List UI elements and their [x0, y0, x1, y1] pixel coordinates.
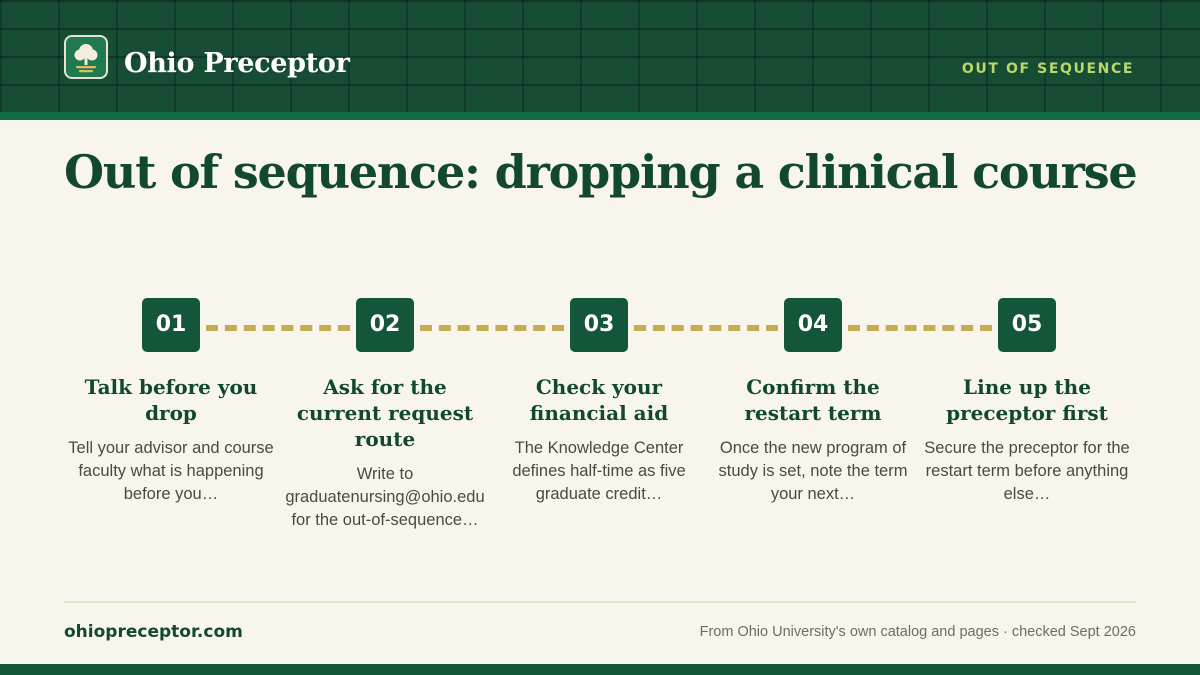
step-title: Check your financial aid: [529, 375, 669, 425]
step-item: Talk before you drop Tell your advisor a…: [66, 374, 276, 506]
section-tag: OUT OF SEQUENCE: [961, 61, 1134, 77]
brand-name[interactable]: Ohio Preceptor: [124, 48, 350, 79]
logo[interactable]: [64, 35, 108, 79]
step-item: Confirm the restart term Once the new pr…: [708, 374, 918, 506]
step-connector: [206, 325, 350, 331]
step-description: Tell your advisor and course faculty wha…: [68, 439, 274, 503]
step-number-badge: 05: [998, 298, 1056, 352]
step-title: Confirm the restart term: [744, 375, 882, 425]
step-connector: [634, 325, 778, 331]
step-timeline: 01 02 03 04 05: [0, 298, 1200, 354]
bottom-band: [0, 664, 1200, 675]
step-title: Line up the preceptor first: [946, 375, 1108, 425]
step-number-badge: 01: [142, 298, 200, 352]
tree-icon: [74, 44, 98, 73]
header-stripe: [0, 112, 1200, 120]
header-bar: [0, 0, 1200, 112]
step-item: Line up the preceptor first Secure the p…: [922, 374, 1132, 506]
page-title: Out of sequence: dropping a clinical cou…: [64, 145, 1138, 199]
step-number-badge: 04: [784, 298, 842, 352]
step-item: Check your financial aid The Knowledge C…: [494, 374, 704, 506]
step-description: The Knowledge Center defines half-time a…: [512, 439, 686, 503]
step-number-badge: 03: [570, 298, 628, 352]
step-connector: [420, 325, 564, 331]
step-number-badge: 02: [356, 298, 414, 352]
step-title: Talk before you drop: [84, 375, 258, 425]
footer-divider: [64, 601, 1136, 603]
site-link[interactable]: ohiopreceptor.com: [64, 622, 243, 642]
step-description: Write to graduatenursing@ohio.edu for th…: [285, 465, 485, 529]
step-item: Ask for the current request route Write …: [280, 374, 490, 532]
step-description: Secure the preceptor for the restart ter…: [924, 439, 1130, 503]
source-note: From Ohio University's own catalog and p…: [699, 624, 1136, 640]
step-description: Once the new program of study is set, no…: [718, 439, 908, 503]
step-title: Ask for the current request route: [296, 375, 474, 451]
step-connector: [848, 325, 992, 331]
